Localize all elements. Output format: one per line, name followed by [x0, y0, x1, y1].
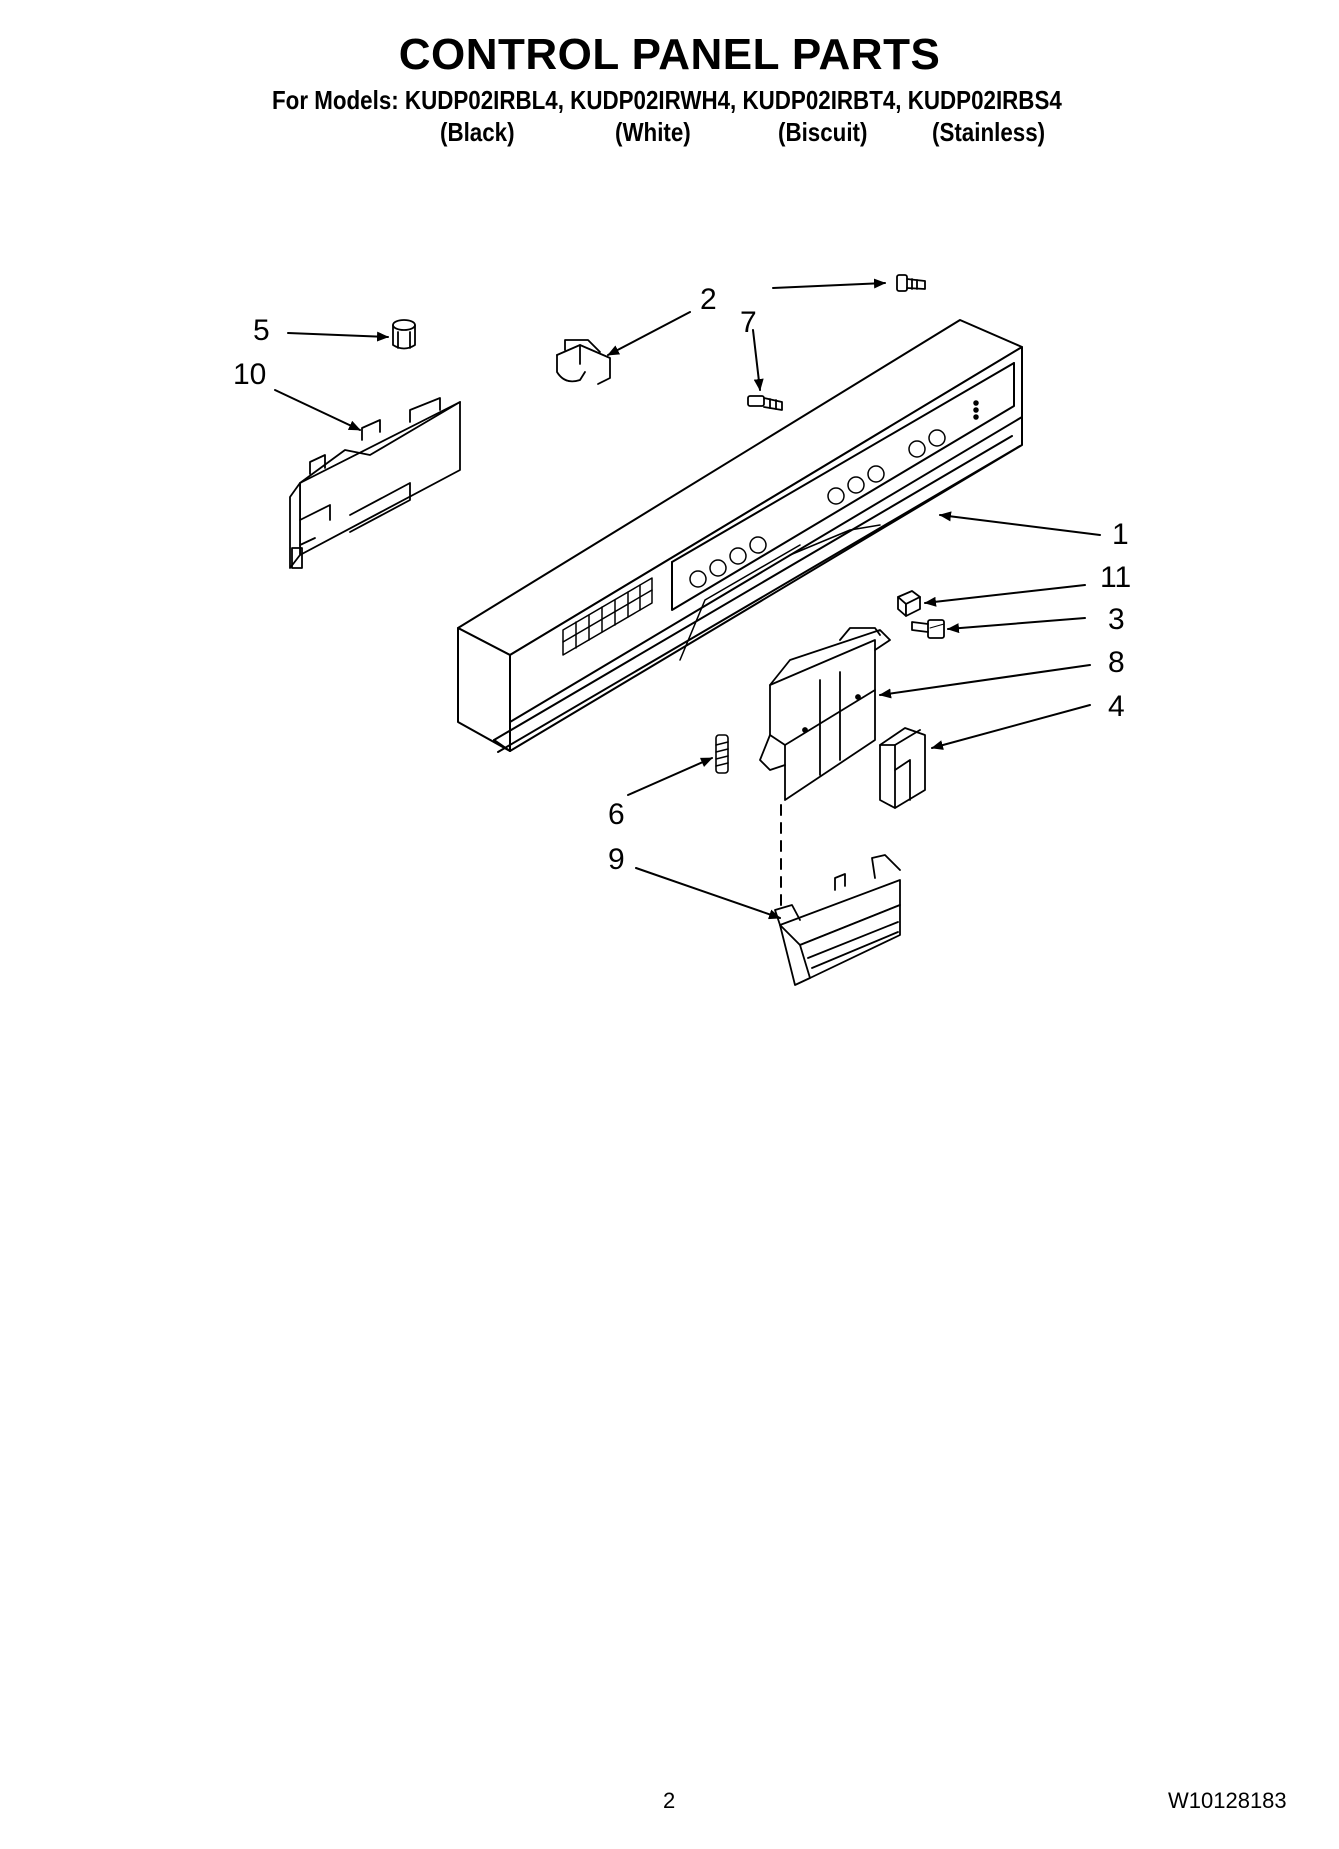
- document-number: W10128183: [1168, 1788, 1287, 1813]
- callout-11: 11: [1100, 561, 1132, 594]
- callout-4: 4: [1108, 690, 1125, 723]
- callout-10: 10: [233, 358, 267, 391]
- variant-stainless: (Stainless): [932, 117, 1046, 147]
- callout-6: 6: [608, 798, 625, 831]
- variant-white: (White): [615, 117, 691, 147]
- page-number: 2: [663, 1788, 676, 1813]
- cap-part-5: [392, 319, 416, 350]
- callout-8: 8: [1108, 646, 1125, 679]
- screw-part-7-upper: [896, 274, 926, 292]
- part-4-clip: [879, 727, 926, 809]
- callout-2: 2: [700, 283, 717, 316]
- callout-7: 7: [740, 306, 757, 339]
- callout-5: 5: [253, 314, 270, 347]
- callout-3: 3: [1108, 603, 1125, 636]
- variant-black: (Black): [440, 117, 515, 147]
- callout-9: 9: [608, 843, 625, 876]
- electronic-control-board: [289, 397, 461, 569]
- spring-part-6: [715, 734, 729, 774]
- page-title: CONTROL PANEL PARTS: [398, 30, 941, 79]
- part-11-block: [897, 590, 921, 617]
- leader-lines: [274, 278, 1101, 920]
- control-panel-console: [457, 319, 1023, 753]
- clip-part-2: [556, 339, 611, 385]
- callout-1: 1: [1112, 518, 1129, 551]
- screw-part-3: [911, 619, 945, 639]
- variant-biscuit: (Biscuit): [778, 117, 868, 147]
- bracket-part-9: [774, 854, 901, 986]
- bracket-part-8: [759, 627, 891, 801]
- models-line: For Models: KUDP02IRBL4, KUDP02IRWH4, KU…: [272, 85, 1062, 115]
- screw-part-7-lower: [747, 395, 783, 411]
